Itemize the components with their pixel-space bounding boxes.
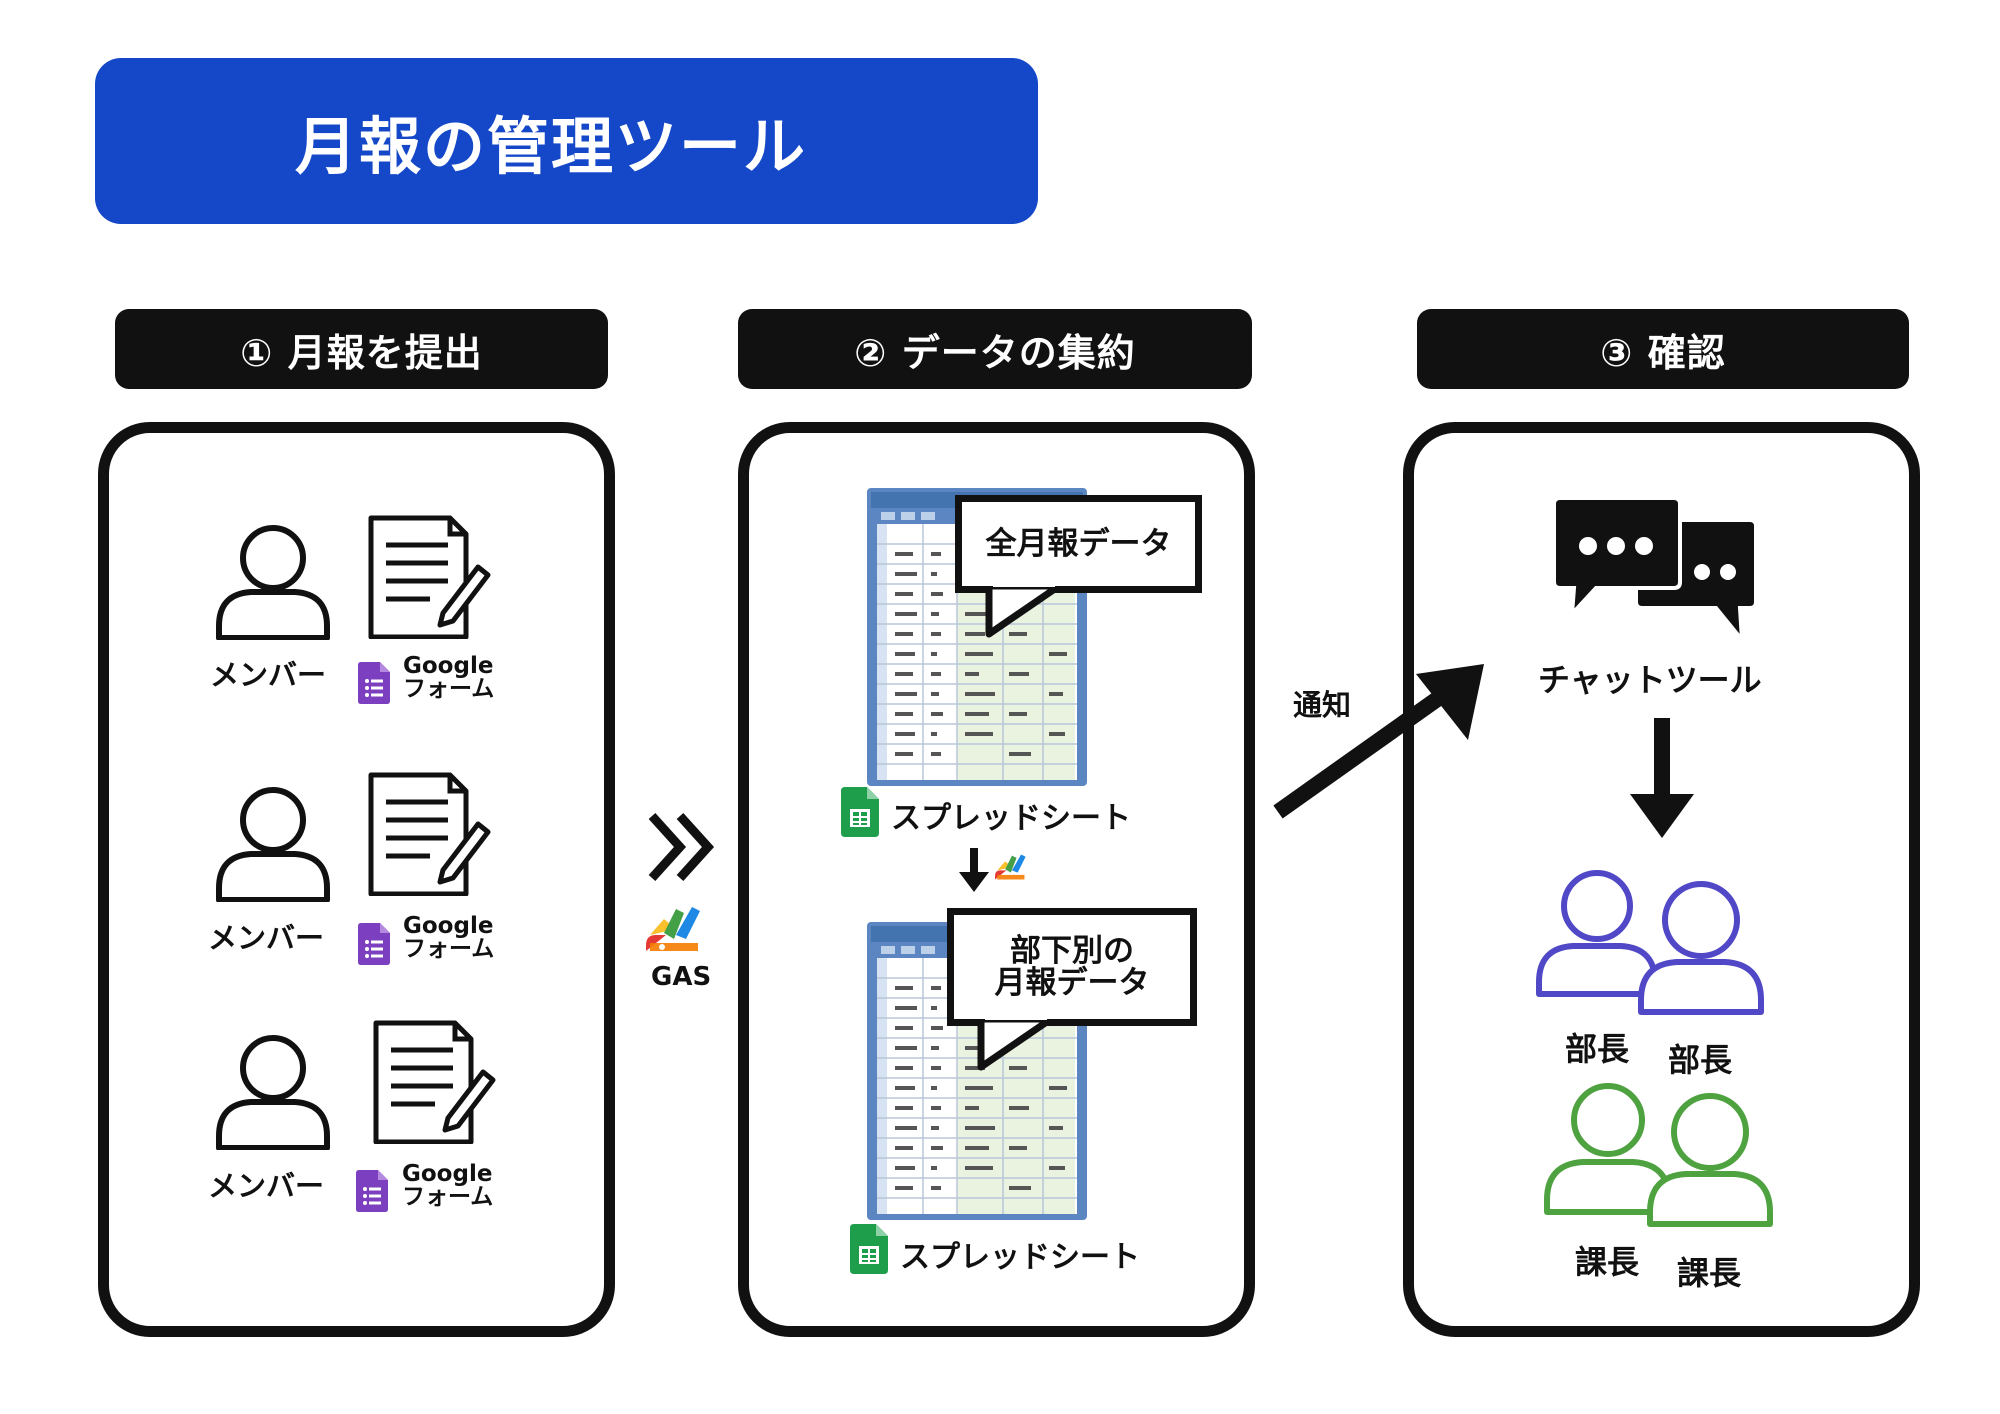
step-label: ① 月報を提出	[240, 330, 483, 375]
google-sheets-icon	[841, 787, 879, 841]
manager-label: 部長	[1668, 1041, 1733, 1079]
google-forms-label: Google フォーム	[402, 1161, 494, 1210]
per-subordinate-bubble: 部下別の 月報データ	[947, 908, 1197, 1026]
google-forms-icon	[358, 923, 390, 969]
spreadsheet-label: スプレッドシート	[891, 801, 1131, 836]
gas-label: GAS	[651, 962, 712, 992]
step-header-confirm: ③ 確認	[1417, 309, 1909, 389]
title-banner: 月報の管理ツール	[95, 58, 1038, 224]
section-chief-label: 課長	[1677, 1254, 1742, 1292]
member-icon	[213, 782, 333, 906]
notify-label: 通知	[1293, 688, 1352, 722]
step-label: ② データの集約	[854, 330, 1136, 375]
all-reports-bubble: 全月報データ	[955, 495, 1202, 593]
arrow-down-icon	[959, 848, 989, 896]
google-forms-icon	[358, 662, 390, 708]
bubble-text: 部下別の 月報データ	[994, 933, 1150, 1001]
member-label: メンバー	[210, 658, 327, 692]
member-label: メンバー	[208, 921, 325, 955]
bubble-text: 全月報データ	[985, 526, 1172, 562]
page-title: 月報の管理ツール	[295, 110, 808, 183]
chat-tool-label: チャットツール	[1538, 661, 1762, 699]
manager-icon	[1635, 876, 1767, 1020]
gas-logo-icon	[646, 905, 706, 957]
google-forms-label: Google フォーム	[403, 913, 495, 962]
report-document-icon	[368, 772, 492, 900]
arrow-down-icon	[1630, 718, 1694, 842]
bubble-tail	[977, 1014, 1057, 1075]
member-icon	[213, 1030, 333, 1154]
bubble-tail	[985, 581, 1065, 642]
google-sheets-icon	[850, 1224, 888, 1278]
step-header-submit: ① 月報を提出	[115, 309, 608, 389]
member-icon	[213, 520, 333, 644]
step-label: ③ 確認	[1600, 330, 1726, 375]
report-document-icon	[373, 1020, 497, 1148]
step-header-aggregate: ② データの集約	[738, 309, 1252, 389]
double-chevron-right-icon	[644, 810, 718, 888]
google-forms-label: Google フォーム	[403, 653, 495, 702]
manager-label: 部長	[1565, 1030, 1630, 1068]
member-label: メンバー	[208, 1169, 325, 1203]
gas-logo-icon	[995, 853, 1029, 885]
notify-arrow-icon	[1272, 660, 1498, 824]
google-forms-icon	[356, 1170, 388, 1216]
report-document-icon	[368, 515, 492, 643]
chat-bubbles-icon	[1552, 496, 1762, 648]
section-chief-label: 課長	[1575, 1243, 1640, 1281]
section-chief-icon	[1644, 1088, 1776, 1232]
spreadsheet-label: スプレッドシート	[900, 1240, 1140, 1275]
